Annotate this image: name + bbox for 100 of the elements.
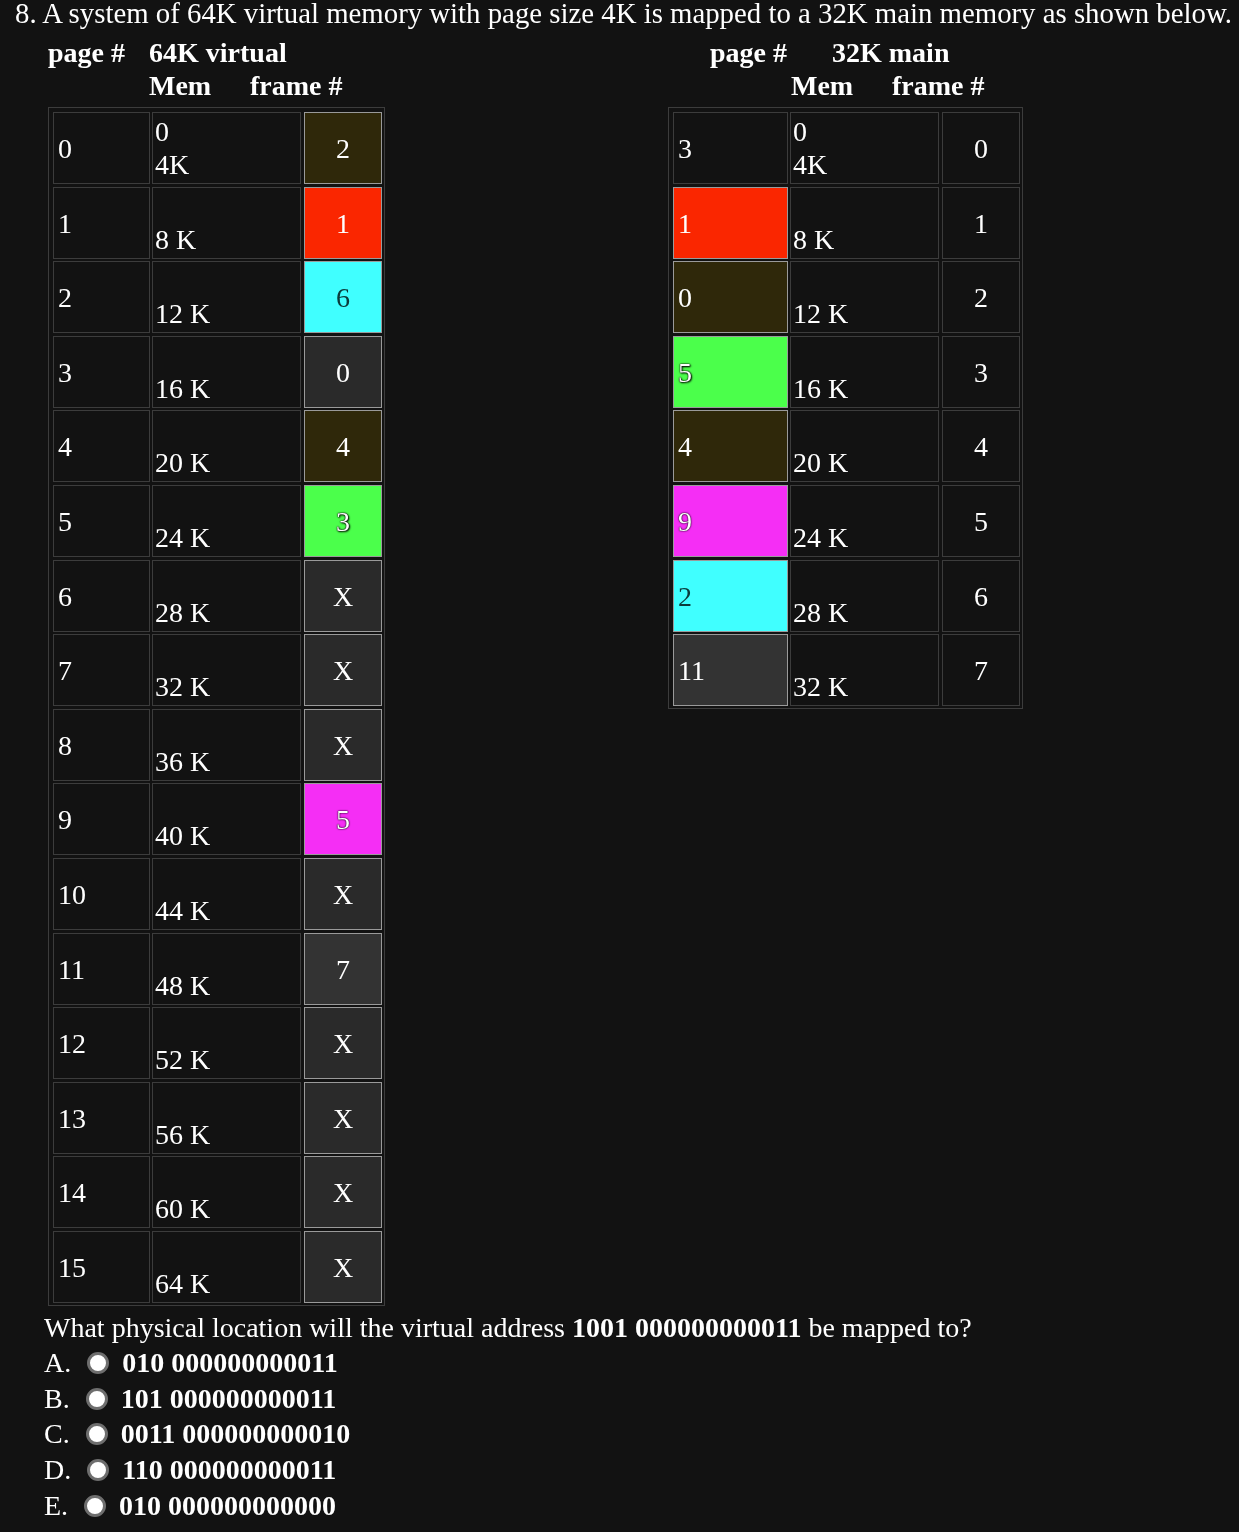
address-value: 16 K — [155, 372, 211, 405]
address-cell — [152, 783, 301, 855]
column-header: 64K virtual — [149, 36, 287, 69]
column-header: page # — [710, 36, 787, 69]
address-cell — [152, 1007, 301, 1079]
address-value: 4K — [155, 148, 190, 181]
frame-number: X — [332, 1175, 354, 1209]
address-cell — [152, 634, 301, 706]
address-value: 60 K — [155, 1192, 211, 1225]
frame-cell — [942, 485, 1020, 557]
frame-cell — [304, 261, 382, 333]
address-value: 28 K — [155, 596, 211, 629]
frame-number: 2 — [974, 280, 988, 314]
address-value: 44 K — [155, 894, 211, 927]
address-cell — [790, 485, 939, 557]
page-number: 10 — [58, 877, 86, 911]
frame-cell — [304, 187, 382, 259]
page-number: 2 — [678, 579, 692, 613]
page-number: 11 — [58, 952, 85, 986]
page-cell — [53, 187, 150, 259]
address-value: 20 K — [793, 446, 849, 479]
address-cell — [152, 485, 301, 557]
frame-number: X — [332, 728, 354, 762]
address-cell — [152, 560, 301, 632]
page-number: 1 — [678, 206, 692, 240]
page-cell — [673, 187, 788, 259]
option-letter: B. — [44, 1381, 70, 1416]
frame-cell — [304, 634, 382, 706]
page-number: 14 — [58, 1175, 86, 1209]
frame-number: X — [332, 1026, 354, 1060]
page-cell — [53, 410, 150, 482]
page-number: 9 — [58, 802, 72, 836]
address-value: 64 K — [155, 1267, 211, 1300]
address-value: 0 — [155, 115, 169, 148]
frame-number: 6 — [974, 579, 988, 613]
address-value: 8 K — [155, 223, 197, 256]
page-number: 12 — [58, 1026, 86, 1060]
memory-table — [48, 107, 385, 1306]
address-cell — [152, 187, 301, 259]
address-cell — [790, 634, 939, 706]
column-header: Mem — [791, 69, 854, 102]
address-value: 8 K — [793, 223, 835, 256]
address-cell — [152, 709, 301, 781]
frame-cell — [942, 112, 1020, 184]
address-cell — [790, 410, 939, 482]
address-value: 16 K — [793, 372, 849, 405]
address-cell — [152, 1082, 301, 1154]
column-header: frame # — [892, 69, 985, 102]
question-text: What physical location will the virtual address 1001 000000000011 be mapped to? — [44, 1312, 972, 1344]
address-value: 48 K — [155, 969, 211, 1002]
frame-cell — [304, 1007, 382, 1079]
page-number: 11 — [678, 653, 705, 687]
column-header: frame # — [250, 69, 343, 102]
frame-number: X — [332, 877, 354, 911]
option-letter: C. — [44, 1417, 70, 1452]
address-value: 24 K — [793, 521, 849, 554]
address-cell — [790, 560, 939, 632]
page-cell — [673, 485, 788, 557]
address-cell — [152, 858, 301, 930]
page-cell — [673, 410, 788, 482]
page-number: 8 — [58, 728, 72, 762]
frame-cell — [304, 1231, 382, 1303]
frame-number: 0 — [336, 355, 350, 389]
address-value: 12 K — [793, 297, 849, 330]
address-value: 56 K — [155, 1118, 211, 1151]
address-cell — [790, 336, 939, 408]
page-cell — [53, 560, 150, 632]
frame-number: 0 — [974, 131, 988, 165]
frame-cell — [304, 709, 382, 781]
frame-number: 7 — [336, 952, 350, 986]
page-cell — [53, 858, 150, 930]
page-cell — [53, 783, 150, 855]
page-cell — [673, 336, 788, 408]
page-number: 4 — [678, 429, 692, 463]
page-cell — [53, 485, 150, 557]
frame-cell — [304, 560, 382, 632]
address-value: 52 K — [155, 1043, 211, 1076]
frame-cell — [304, 933, 382, 1005]
frame-cell — [942, 261, 1020, 333]
page-cell — [53, 1231, 150, 1303]
frame-cell — [304, 783, 382, 855]
option-letter: D. — [44, 1453, 72, 1488]
answer-option: 110 000000000011 — [122, 1452, 337, 1489]
frame-cell — [304, 485, 382, 557]
answer-option: 101 000000000011 — [120, 1380, 337, 1417]
page-number: 15 — [58, 1250, 86, 1284]
page-number: 9 — [678, 504, 692, 538]
frame-cell — [304, 1082, 382, 1154]
page-number: 5 — [678, 355, 692, 389]
column-header: page # — [48, 36, 125, 69]
address-cell — [790, 187, 939, 259]
frame-cell — [304, 112, 382, 184]
page-cell — [673, 261, 788, 333]
address-value: 4K — [793, 148, 828, 181]
frame-cell — [304, 410, 382, 482]
frame-number: 3 — [974, 355, 988, 389]
frame-number: 4 — [336, 429, 350, 463]
page-cell — [53, 1007, 150, 1079]
page-number: 0 — [58, 131, 72, 165]
address-cell — [152, 1231, 301, 1303]
